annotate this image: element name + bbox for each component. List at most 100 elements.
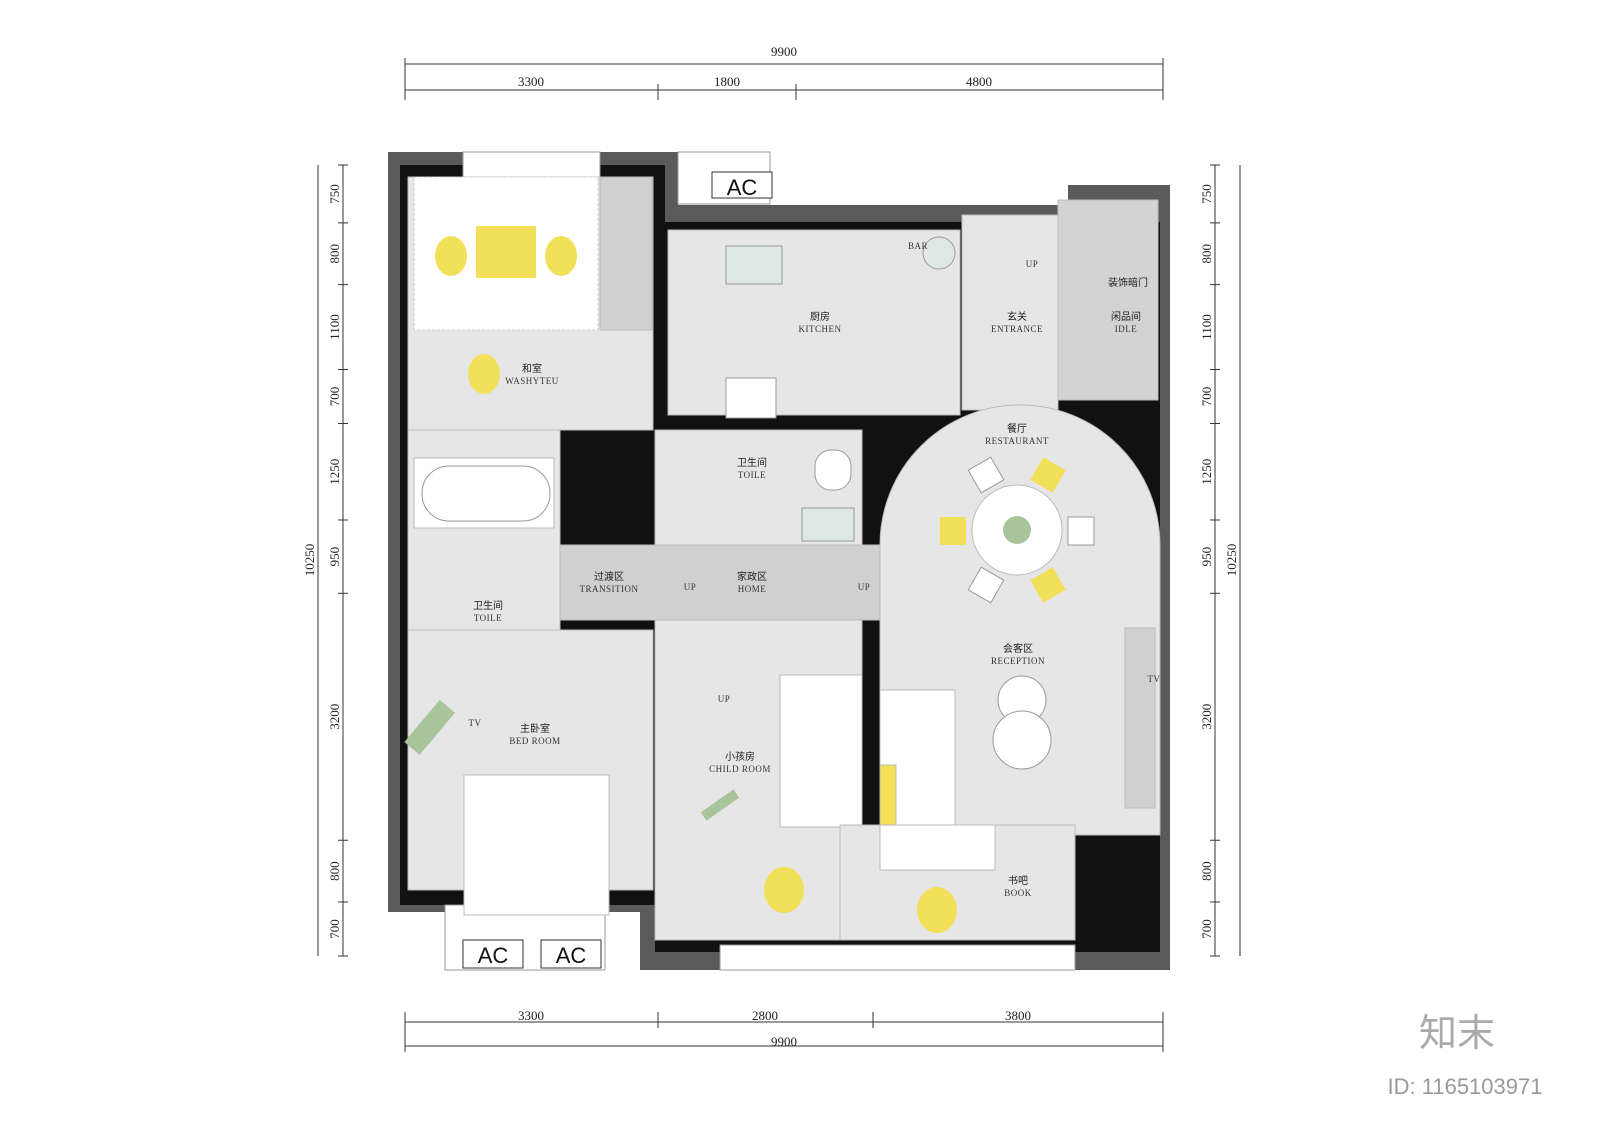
dim-top-1: 3300 <box>518 74 544 89</box>
tv-label: TV <box>1148 674 1161 684</box>
dim-side-segment: 700 <box>327 919 342 939</box>
hidden-door-label: 装饰暗门 <box>1108 276 1148 289</box>
dining-chair <box>967 566 1005 604</box>
kitchen-label-cn: 厨房 <box>810 310 830 323</box>
toilet <box>814 449 852 491</box>
reception-label-cn: 会客区 <box>1003 642 1033 655</box>
washitsu-label-cn: 和室 <box>522 362 542 375</box>
furniture <box>404 226 1095 933</box>
room-floors <box>407 176 1161 941</box>
dim-side-segment: 800 <box>327 244 342 264</box>
dim-side-segment: 1100 <box>327 314 342 340</box>
dim-right-total: 10250 <box>1224 544 1239 577</box>
bed <box>463 774 610 916</box>
dining-chair <box>967 456 1005 494</box>
idle-label-cn: 闲品间 <box>1111 310 1141 323</box>
dim-top-3: 4800 <box>966 74 992 89</box>
toilet-center-label-en: TOILE <box>738 470 766 480</box>
watermark-id: ID: 1165103971 <box>1388 1074 1543 1099</box>
idle-label-en: IDLE <box>1115 324 1138 334</box>
up-marker: UP <box>684 582 697 592</box>
ac-units <box>462 171 773 969</box>
stove <box>725 377 777 419</box>
dim-side-segment: 1100 <box>1199 314 1214 340</box>
book-label-en: BOOK <box>1004 888 1032 898</box>
home-label-en: HOME <box>738 584 767 594</box>
dim-side-segment: 700 <box>1199 919 1214 939</box>
child-chair <box>764 867 804 913</box>
dim-side-segment: 1250 <box>1199 459 1214 485</box>
dim-side-segment: 3200 <box>1199 704 1214 730</box>
kitchen-floor <box>667 229 961 416</box>
cushion-left <box>435 236 467 276</box>
child-label-cn: 小孩房 <box>725 750 755 763</box>
basin <box>801 507 855 542</box>
tea-table <box>476 226 536 278</box>
bedroom-label-cn: 主卧室 <box>520 722 550 735</box>
bathtub <box>421 465 551 522</box>
restaurant-label-cn: 餐厅 <box>1007 422 1027 435</box>
dim-bottom-3: 3800 <box>1005 1008 1031 1023</box>
watermark-logo: 知末 <box>1419 1011 1495 1055</box>
cushion-right <box>545 236 577 276</box>
ac-label: AC <box>727 175 758 200</box>
reception-label-en: RECEPTION <box>991 656 1045 666</box>
up-marker: UP <box>718 694 731 704</box>
dining-centerpiece <box>1003 516 1031 544</box>
entrance-label-cn: 玄关 <box>1007 310 1027 323</box>
ac-label: AC <box>556 943 587 968</box>
tv-stand <box>404 699 456 755</box>
dim-side-segment: 3200 <box>327 704 342 730</box>
dim-bottom-total: 9900 <box>771 1034 797 1049</box>
dim-side-segment: 950 <box>327 547 342 567</box>
bedroom-label-en: BED ROOM <box>509 736 560 746</box>
dim-side-segment: 1250 <box>327 459 342 485</box>
dim-side-segment: 700 <box>1199 387 1214 407</box>
dim-side-segment: 700 <box>327 387 342 407</box>
home-label-cn: 家政区 <box>737 570 767 583</box>
cushion <box>468 354 500 394</box>
child-label-en: CHILD ROOM <box>709 764 771 774</box>
toilet-master-label-en: TOILE <box>474 613 502 623</box>
up-marker: UP <box>858 582 871 592</box>
dining-chair <box>1067 516 1095 546</box>
restaurant-label-en: RESTAURANT <box>985 436 1049 446</box>
toy-plane <box>700 789 740 821</box>
dim-side-segment: 750 <box>1199 184 1214 204</box>
kitchen-sink <box>725 245 783 285</box>
entrance-floor <box>961 214 1059 411</box>
washitsu-label-en: WASHYTEU <box>505 376 559 386</box>
dim-left-total: 10250 <box>302 544 317 577</box>
dim-side-segment: 800 <box>1199 244 1214 264</box>
toilet-master-label-cn: 卫生间 <box>473 599 503 612</box>
entrance-label-en: ENTRANCE <box>991 324 1043 334</box>
up-marker: UP <box>1026 259 1039 269</box>
dimension-lines <box>317 58 1241 1052</box>
book-chair <box>917 887 957 933</box>
transition-label-cn: 过渡区 <box>594 570 624 583</box>
dim-side-segment: 750 <box>327 184 342 204</box>
corridor-floor <box>559 544 881 621</box>
dining-chair <box>1030 457 1066 493</box>
idle-floor <box>1057 199 1159 401</box>
bar-label: BAR <box>908 241 928 251</box>
bar-sink <box>922 236 956 270</box>
dining-chair <box>1030 567 1066 603</box>
dim-side-segment: 800 <box>1199 861 1214 881</box>
dining-chair <box>940 517 966 545</box>
dim-side-segment: 800 <box>327 861 342 881</box>
dim-top-2: 1800 <box>714 74 740 89</box>
tv-label: TV <box>469 718 482 728</box>
book-label-cn: 书吧 <box>1008 875 1028 887</box>
transition-label-en: TRANSITION <box>580 584 639 594</box>
dim-bottom-1: 3300 <box>518 1008 544 1023</box>
dim-top-total: 9900 <box>771 44 797 59</box>
kitchen-label-en: KITCHEN <box>799 324 842 334</box>
dim-side-segment: 950 <box>1199 547 1214 567</box>
toilet-center-label-cn: 卫生间 <box>737 456 767 469</box>
ac-label: AC <box>478 943 509 968</box>
dim-bottom-2: 2800 <box>752 1008 778 1023</box>
coffee-table <box>992 710 1052 770</box>
